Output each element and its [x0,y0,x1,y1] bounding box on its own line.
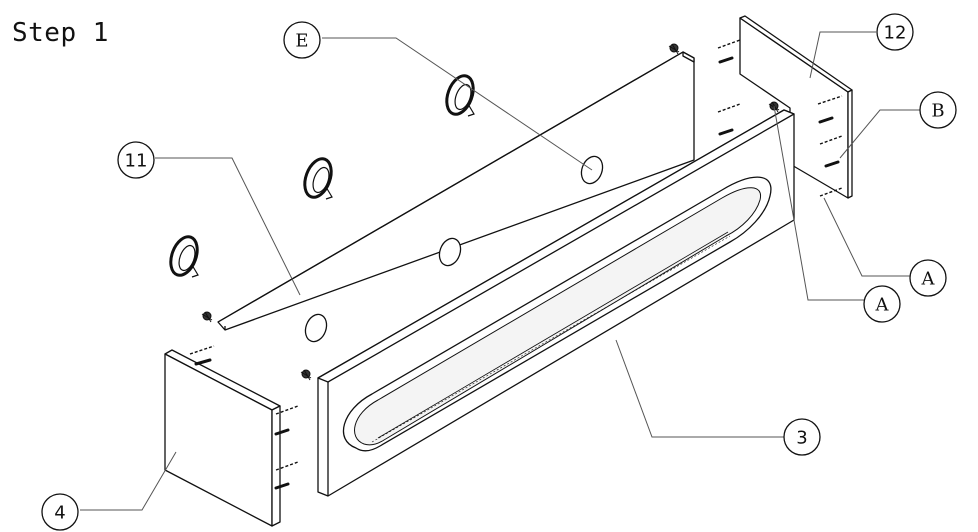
callout-e-circle [283,21,321,59]
callout-11-circle [117,141,155,179]
callout-4-circle [41,493,79,531]
back-panel [217,51,695,331]
front-panel [317,109,795,497]
left-panel [164,349,281,527]
callout-a2-circle [863,285,901,323]
callout-a-center: A [875,295,890,316]
callout-a-right: A [921,269,936,290]
step-title: Step 1 [12,18,109,48]
callout-11: 11 [125,151,148,172]
callout-b: B [931,101,944,122]
callout-3: 3 [796,428,807,449]
callout-a1-circle [909,259,947,297]
callout-3-circle [783,418,821,456]
callout-12: 12 [884,23,907,44]
callout-12-circle [876,13,914,51]
callout-4: 4 [54,503,65,524]
callout-e: E [295,31,308,52]
right-panel [739,15,853,199]
callout-b-circle [919,91,957,129]
